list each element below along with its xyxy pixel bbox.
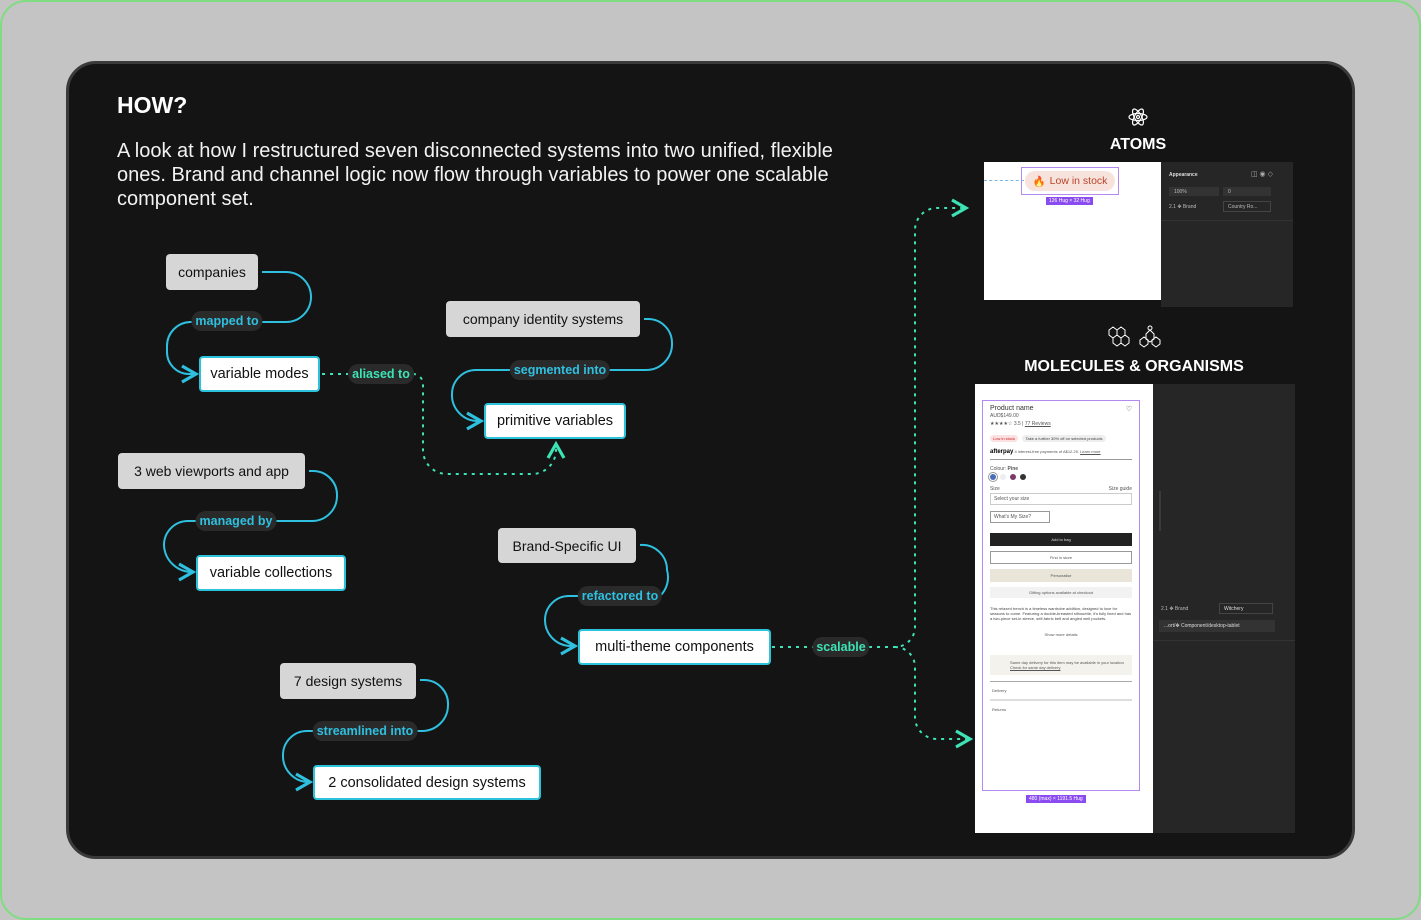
colour-swatches[interactable] xyxy=(988,472,1132,482)
appearance-label: Appearance xyxy=(1169,172,1198,178)
learn-more-link[interactable]: Learn more xyxy=(1080,449,1101,454)
node-design-systems: 7 design systems xyxy=(280,663,416,699)
label-mapped-to: mapped to xyxy=(191,311,263,331)
size-label: Size xyxy=(990,486,1000,492)
connector-brand-ui xyxy=(543,543,670,646)
node-consolidated: 2 consolidated design systems xyxy=(313,765,541,800)
stock-badge: Low in stock xyxy=(990,435,1019,442)
connector-viewports xyxy=(162,469,339,572)
rating-value: 3.5 xyxy=(1013,421,1021,427)
intro-text: A look at how I restructured seven disco… xyxy=(117,140,833,210)
node-variable-collections: variable collections xyxy=(196,555,346,591)
add-to-bag-button[interactable]: Add to bag xyxy=(990,533,1132,546)
product-price: AUD$149.00 xyxy=(990,413,1019,419)
heart-icon[interactable]: ♡ xyxy=(1125,406,1132,413)
brand-variable: 2.1 ✥ Brand xyxy=(1169,204,1197,210)
whats-my-size-button[interactable]: What's My Size? xyxy=(990,511,1050,523)
component-instance-field[interactable]: ...ort/✥ Component/desktop-tablet xyxy=(1159,620,1275,632)
size-guide-link[interactable]: Size guide xyxy=(1108,486,1132,492)
product-name: Product name xyxy=(990,405,1034,412)
connector-scalable xyxy=(772,208,966,648)
label-refactored-to: refactored to xyxy=(577,586,663,606)
afterpay-text: 4 interest-free payments of A$12.25. xyxy=(1014,449,1079,454)
low-in-stock-badge[interactable]: 🔥Low in stock xyxy=(1025,171,1115,191)
node-brand-ui: Brand-Specific UI xyxy=(498,528,636,563)
atoms-properties-panel: Appearance ◫ ◉ ◇ 100% 0 2.1 ✥ Brand Coun… xyxy=(1161,162,1293,307)
star-rating: ★★★★☆ xyxy=(990,421,1014,427)
reviews-link[interactable]: 77 Reviews xyxy=(1024,421,1051,427)
brand-mode-select[interactable]: Country Ro... xyxy=(1223,201,1271,212)
molecules-properties-panel: 2.1 ✥ Brand Witchery ...ort/✥ Component/… xyxy=(1153,384,1295,833)
size-select[interactable]: Select your size xyxy=(990,493,1132,505)
accordion-returns[interactable]: Returns xyxy=(990,699,1132,718)
badge-label: Low in stock xyxy=(1049,175,1108,187)
delivery-text: Same day delivery for this item may be a… xyxy=(1010,660,1124,665)
atoms-canvas: 🔥Low in stock 126 Hug × 32 Hug xyxy=(984,162,1161,300)
label-managed-by: managed by xyxy=(195,511,277,531)
connector-companies xyxy=(165,271,313,374)
connector-design-systems xyxy=(281,678,450,782)
appearance-icons[interactable]: ◫ ◉ ◇ xyxy=(1251,171,1273,178)
molecules-size-tag: 480 (max) × 1191.5 Hug xyxy=(1026,795,1086,803)
molecule-organism-icons xyxy=(1108,325,1161,348)
accordion-delivery[interactable]: Delivery xyxy=(990,681,1132,699)
product-card: Product name♡ AUD$149.00 ★★★★☆ 3.5 | 77 … xyxy=(982,400,1140,791)
personalise-button[interactable]: Personalise xyxy=(990,569,1132,582)
colour-label: Colour: xyxy=(990,466,1007,472)
atom-icon xyxy=(1128,108,1148,126)
label-aliased-to: aliased to xyxy=(348,364,414,384)
flame-icon: 🔥 xyxy=(1032,175,1046,188)
show-more-button[interactable]: Show more details xyxy=(1044,632,1078,637)
afterpay-logo: afterpay xyxy=(990,449,1014,455)
atoms-size-tag: 126 Hug × 32 Hug xyxy=(1046,197,1093,205)
product-description: This relaxed trench is a timeless wardro… xyxy=(990,606,1132,621)
node-variable-modes: variable modes xyxy=(199,356,320,392)
atoms-title: ATOMS xyxy=(1109,136,1167,153)
brand-mode-select[interactable]: Witchery xyxy=(1219,603,1273,614)
molecules-canvas: Product name♡ AUD$149.00 ★★★★☆ 3.5 | 77 … xyxy=(975,384,1153,833)
promo-banner[interactable]: Take a further 30% off on selected produ… xyxy=(1022,435,1106,442)
node-multi-theme: multi-theme components xyxy=(578,629,771,665)
label-scalable: scalable xyxy=(812,637,870,657)
node-viewports: 3 web viewports and app xyxy=(118,453,305,489)
gifting-note: Gifting options available at checkout xyxy=(990,587,1132,598)
label-segmented-into: segmented into xyxy=(509,360,611,380)
delivery-link[interactable]: Check for same day delivery xyxy=(1010,665,1061,670)
connector-identity xyxy=(450,318,674,421)
label-streamlined-into: streamlined into xyxy=(312,721,418,741)
molecules-title: MOLECULES & ORGANISMS xyxy=(1024,358,1244,375)
opacity-field[interactable]: 100% xyxy=(1169,187,1219,196)
colour-value: Pine xyxy=(1007,466,1019,472)
brand-variable: 2.1 ✥ Brand xyxy=(1161,606,1189,612)
scrollbar[interactable] xyxy=(1159,491,1161,531)
node-companies: companies xyxy=(166,254,258,290)
page-heading: HOW? xyxy=(117,92,188,118)
node-company-identity: company identity systems xyxy=(446,301,640,337)
find-in-store-button[interactable]: Find in store xyxy=(990,551,1132,564)
delivery-note: Same day delivery for this item may be a… xyxy=(990,655,1132,675)
node-primitive-variables: primitive variables xyxy=(484,403,626,439)
connector-scalable-lower xyxy=(894,646,974,749)
radius-field[interactable]: 0 xyxy=(1223,187,1271,196)
